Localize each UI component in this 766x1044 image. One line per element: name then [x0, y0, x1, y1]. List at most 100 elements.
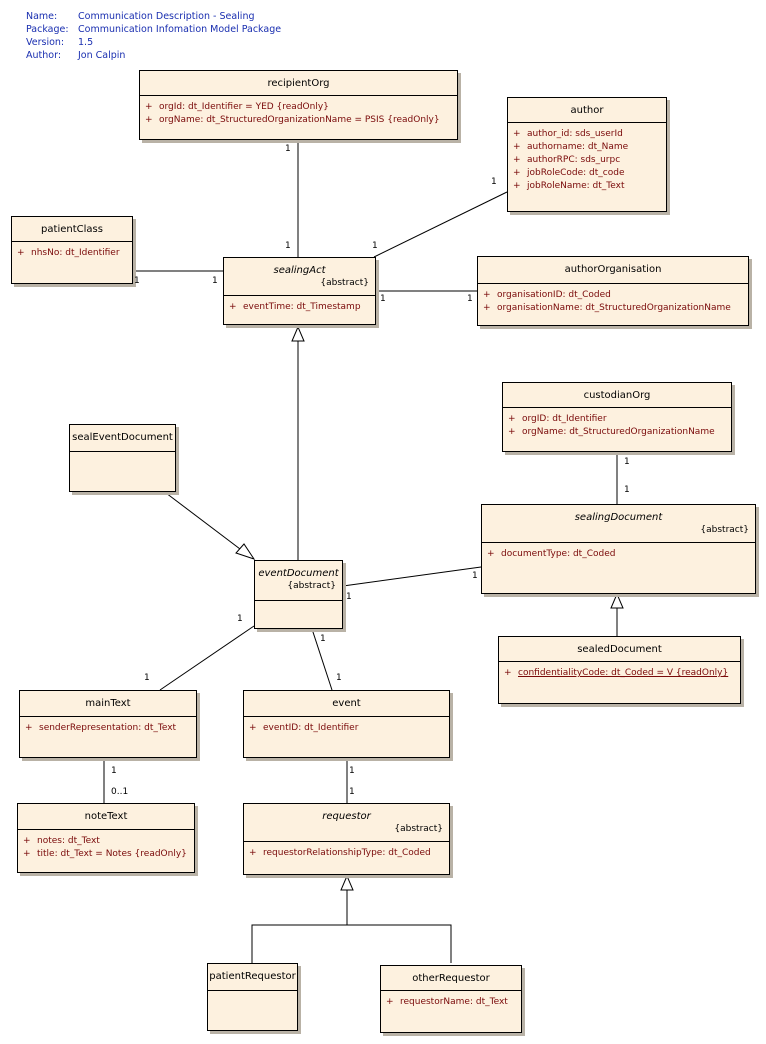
- class-name: sealedDocument: [577, 644, 662, 655]
- class-notetext[interactable]: noteText +notes: dt_Text +title: dt_Text…: [17, 803, 195, 873]
- multiplicity-label: 1: [380, 294, 386, 304]
- attribute-compartment: [208, 990, 297, 1030]
- attribute-row: +orgName: dt_StructuredOrganizationName: [508, 426, 731, 439]
- visibility-marker: +: [229, 302, 237, 312]
- attribute-row: + documentType: dt_Coded: [487, 548, 755, 561]
- class-patientrequestor[interactable]: patientRequestor: [207, 963, 298, 1031]
- attribute-text: nhsNo: dt_Identifier: [31, 248, 120, 258]
- multiplicity-label: 1: [491, 177, 497, 187]
- name-label: Name:: [26, 11, 58, 22]
- multiplicity-label: 1: [144, 673, 150, 683]
- visibility-marker: +: [487, 549, 495, 559]
- eventdocument-event-line: [311, 628, 333, 691]
- attribute-text: senderRepresentation: dt_Text: [39, 723, 177, 733]
- abstract-stereotype: {abstract}: [287, 581, 336, 591]
- multiplicity-label: 1: [372, 241, 378, 251]
- attribute-row: + eventTime: dt_Timestamp: [229, 301, 375, 314]
- attribute-compartment: + author_id: sds_userId + authorname: dt_N…: [508, 122, 666, 211]
- attribute-row: + jobRoleCode: dt_code: [513, 167, 666, 180]
- attribute-compartment: + eventID: dt_Identifier: [244, 716, 449, 757]
- multiplicity-label: 1: [212, 276, 218, 286]
- attribute-text: jobRoleName: dt_Text: [527, 181, 625, 191]
- multiplicity-label: 0..1: [111, 787, 129, 797]
- attribute-row: + organisationID: dt_Coded: [483, 289, 748, 302]
- visibility-marker: +: [513, 181, 521, 191]
- attribute-text: title: dt_Text = Notes {readOnly}: [37, 849, 187, 859]
- class-requestor[interactable]: requestor {abstract} +requestorRelations…: [243, 803, 450, 875]
- attribute-compartment: [70, 451, 175, 491]
- attribute-text: confidentialityCode: dt_Coded = V {readO…: [518, 668, 729, 678]
- class-sealeddocument[interactable]: sealedDocument +confidentialityCode: dt_…: [498, 636, 741, 704]
- attribute-row: +orgName: dt_StructuredOrganizationName …: [145, 114, 457, 127]
- diagram-version: 1.5: [78, 37, 94, 48]
- attribute-text: organisationID: dt_Coded: [497, 290, 611, 300]
- attribute-text: requestorName: dt_Text: [400, 997, 508, 1007]
- attribute-row: + authorRPC: sds_urpc: [513, 154, 666, 167]
- class-sealingdocument[interactable]: sealingDocument {abstract} +documentType…: [481, 504, 756, 594]
- attribute-text: author_id: sds_userId: [527, 129, 623, 139]
- class-name: sealEventDocument: [72, 432, 173, 443]
- sealingact-generalization-arrow: [291, 325, 305, 342]
- class-name: authorOrganisation: [564, 264, 662, 275]
- multiplicity-label: 1: [320, 634, 326, 644]
- multiplicity-label: 1: [285, 144, 291, 154]
- multiplicity-label: 1: [349, 787, 355, 797]
- author-sealingact-line: [373, 191, 508, 258]
- visibility-marker: +: [513, 129, 521, 139]
- visibility-marker: +: [513, 168, 521, 178]
- attribute-compartment: +notes: dt_Text +title: dt_Text = Notes …: [18, 829, 194, 872]
- visibility-marker: +: [513, 155, 521, 165]
- visibility-marker: +: [17, 248, 25, 258]
- attribute-text: orgID: dt_Identifier: [522, 414, 607, 424]
- attribute-text: jobRoleCode: dt_code: [527, 168, 625, 178]
- attribute-row: + jobRoleName: dt_Text: [513, 180, 666, 193]
- attribute-row: +orgId: dt_Identifier = YED {readOnly}: [145, 101, 457, 114]
- attribute-text: orgName: dt_StructuredOrganizationName =…: [159, 115, 440, 125]
- attribute-compartment: +orgId: dt_Identifier = YED {readOnly} +…: [140, 95, 457, 139]
- visibility-marker: +: [508, 427, 516, 437]
- visibility-marker: +: [508, 414, 516, 424]
- abstract-stereotype: {abstract}: [700, 525, 749, 535]
- attribute-compartment: + documentType: dt_Coded: [482, 542, 755, 593]
- class-custodianorg[interactable]: custodianOrg +orgID: dt_Identifier +orgN…: [502, 382, 732, 452]
- class-sealeventdocument[interactable]: sealEventDocument: [69, 424, 176, 492]
- visibility-marker: +: [23, 836, 31, 846]
- class-patientclass[interactable]: patientClass + nhsNo: dt_Identifier: [11, 216, 133, 284]
- visibility-marker: +: [386, 997, 394, 1007]
- class-event[interactable]: event +eventID: dt_Identifier: [243, 690, 450, 758]
- class-recipientorg[interactable]: recipientOrg +orgId: dt_Identifier = YED…: [139, 70, 458, 140]
- visibility-marker: +: [513, 142, 521, 152]
- attribute-text: requestorRelationshipType: dt_Coded: [263, 848, 431, 858]
- attribute-row: +organisationName: dt_StructuredOrganiza…: [483, 302, 748, 315]
- class-maintext[interactable]: mainText +senderRepresentation: dt_Text: [19, 690, 197, 758]
- diagram-package: Communication Infomation Model Package: [78, 24, 282, 35]
- attribute-text: documentType: dt_Coded: [501, 549, 616, 559]
- class-sealingact[interactable]: sealingAct {abstract} +eventTime: dt_Tim…: [223, 257, 376, 325]
- attribute-text: eventTime: dt_Timestamp: [243, 302, 361, 312]
- class-name: patientClass: [41, 224, 103, 235]
- attribute-text: eventID: dt_Identifier: [263, 723, 359, 733]
- attribute-compartment: + nhsNo: dt_Identifier: [12, 241, 132, 283]
- visibility-marker: +: [249, 848, 257, 858]
- sealingdocument-generalization-arrow: [610, 592, 624, 609]
- visibility-marker: +: [483, 290, 491, 300]
- attribute-row: +confidentialityCode: dt_Coded = V {read…: [504, 667, 740, 680]
- class-author[interactable]: author +author_id: sds_userId +authornam…: [507, 97, 667, 212]
- attribute-text: authorname: dt_Name: [527, 142, 629, 152]
- multiplicity-label: 1: [349, 766, 355, 776]
- abstract-stereotype: {abstract}: [320, 278, 369, 288]
- visibility-marker: +: [25, 723, 33, 733]
- attribute-compartment: + senderRepresentation: dt_Text: [20, 716, 196, 757]
- class-name: noteText: [84, 811, 128, 822]
- class-eventdocument[interactable]: eventDocument {abstract}: [254, 560, 343, 629]
- multiplicity-label: 1: [111, 766, 117, 776]
- class-authororganisation[interactable]: authorOrganisation + organisationID: dt_C…: [477, 256, 749, 326]
- visibility-marker: +: [249, 723, 257, 733]
- attribute-row: + authorname: dt_Name: [513, 141, 666, 154]
- attribute-text: authorRPC: sds_urpc: [527, 155, 621, 165]
- diagram-name: Communication Description - Sealing: [78, 11, 255, 22]
- multiplicity-label: 1: [624, 457, 630, 467]
- class-otherrequestor[interactable]: otherRequestor +requestorName: dt_Text: [380, 965, 522, 1033]
